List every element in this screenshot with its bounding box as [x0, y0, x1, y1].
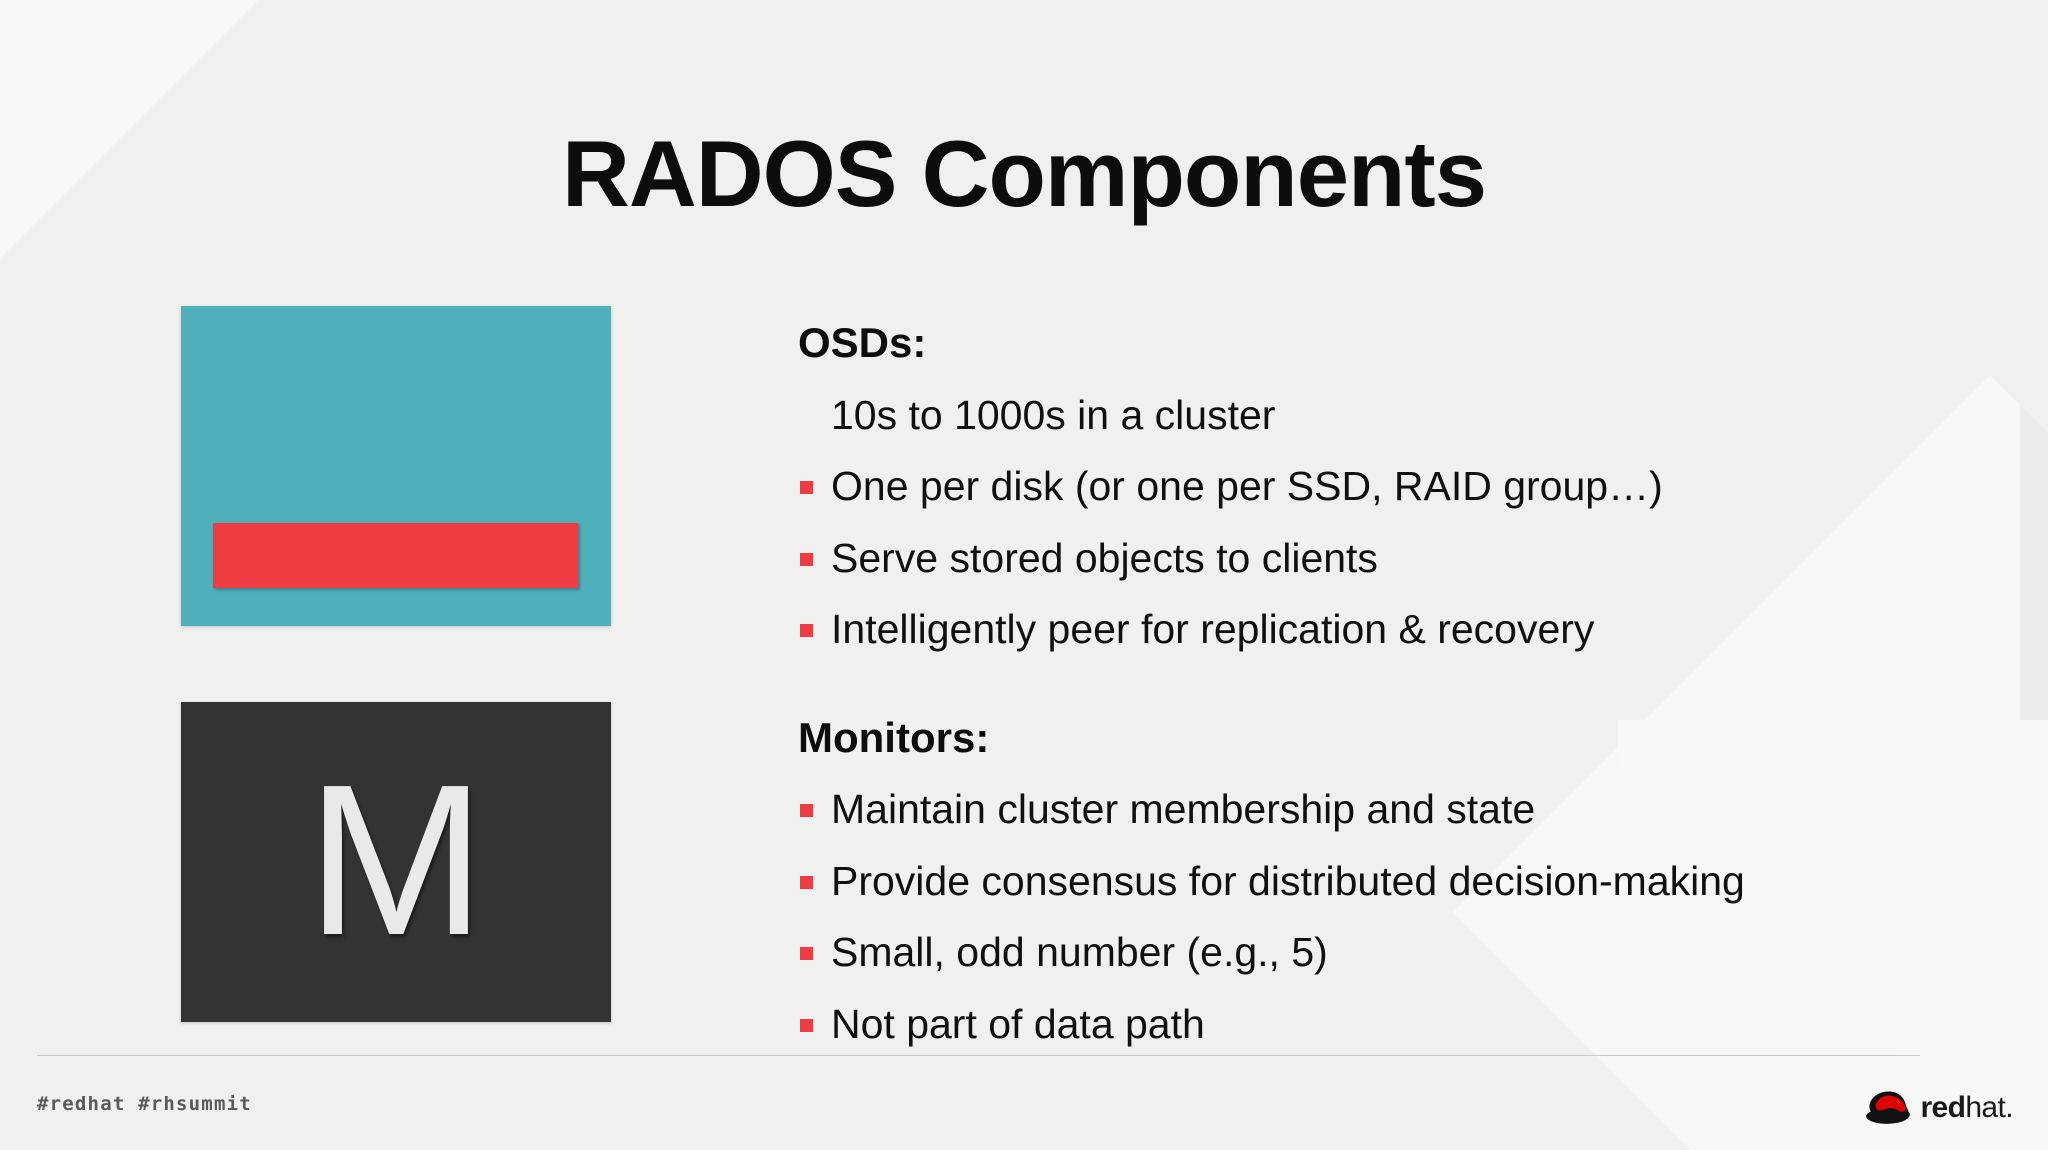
list-item-label: Maintain cluster membership and state — [831, 786, 1536, 833]
footer-divider — [37, 1055, 1920, 1056]
monitor-letter-glyph: M — [306, 738, 486, 980]
redhat-wordmark-dot: . — [2005, 1091, 2013, 1124]
list-item: Serve stored objects to clients — [798, 531, 1988, 586]
list-item: Small, odd number (e.g., 5) — [798, 925, 1988, 980]
osds-bullet-list: 10s to 1000s in a cluster One per disk (… — [798, 388, 1988, 657]
monitors-heading-colon: : — [975, 713, 990, 761]
monitor-tile-graphic: M — [181, 702, 611, 1022]
list-item-label: Small, odd number (e.g., 5) — [831, 929, 1328, 976]
list-item-label: One per disk (or one per SSD, RAID group… — [831, 463, 1663, 510]
monitors-section-heading: Monitors: — [798, 713, 1988, 763]
osds-heading-colon: : — [912, 319, 927, 366]
page-title: RADOS Components — [562, 120, 1487, 226]
redhat-wordmark-hat: hat — [1965, 1091, 2006, 1124]
monitors-heading-label: Monitors — [798, 713, 976, 761]
monitors-section: Monitors: Maintain cluster membership an… — [798, 713, 1988, 1052]
list-item: Not part of data path — [798, 997, 1988, 1052]
list-item: Intelligently peer for replication & rec… — [798, 602, 1988, 657]
osds-section: OSDs: 10s to 1000s in a cluster One per … — [798, 318, 1988, 657]
osds-section-heading: OSDs: — [798, 318, 1988, 368]
monitors-bullet-list: Maintain cluster membership and state Pr… — [798, 782, 1988, 1051]
list-item: Maintain cluster membership and state — [798, 782, 1988, 837]
list-item-label: 10s to 1000s in a cluster — [831, 391, 1276, 438]
redhat-logo: redhat. — [1865, 1086, 2014, 1130]
osds-heading-label: OSDs — [798, 319, 913, 366]
list-item-label: Intelligently peer for replication & rec… — [831, 606, 1595, 653]
footer-hashtags: #redhat #rhsummit — [37, 1093, 252, 1115]
list-item: Provide consensus for distributed decisi… — [798, 854, 1988, 909]
list-item: 10s to 1000s in a cluster — [798, 388, 1988, 443]
square-bullet-icon — [800, 947, 813, 961]
list-item: One per disk (or one per SSD, RAID group… — [798, 459, 1988, 514]
square-bullet-icon — [800, 804, 813, 818]
square-bullet-icon — [800, 481, 813, 495]
osd-disk-bar-graphic — [213, 523, 578, 588]
redhat-wordmark-red: red — [1920, 1091, 1966, 1124]
list-item-label: Provide consensus for distributed decisi… — [831, 857, 1745, 904]
square-bullet-icon — [800, 624, 813, 638]
list-item-label: Serve stored objects to clients — [831, 534, 1378, 581]
osd-tile-graphic — [181, 306, 611, 626]
square-bullet-icon — [800, 1018, 813, 1032]
redhat-shadowman-icon — [1865, 1090, 1911, 1126]
bullet-content-column: OSDs: 10s to 1000s in a cluster One per … — [798, 318, 1988, 1068]
redhat-wordmark: redhat. — [1920, 1093, 2013, 1123]
list-item-label: Not part of data path — [831, 1000, 1205, 1047]
square-bullet-icon — [800, 552, 813, 566]
square-bullet-icon — [800, 875, 813, 889]
